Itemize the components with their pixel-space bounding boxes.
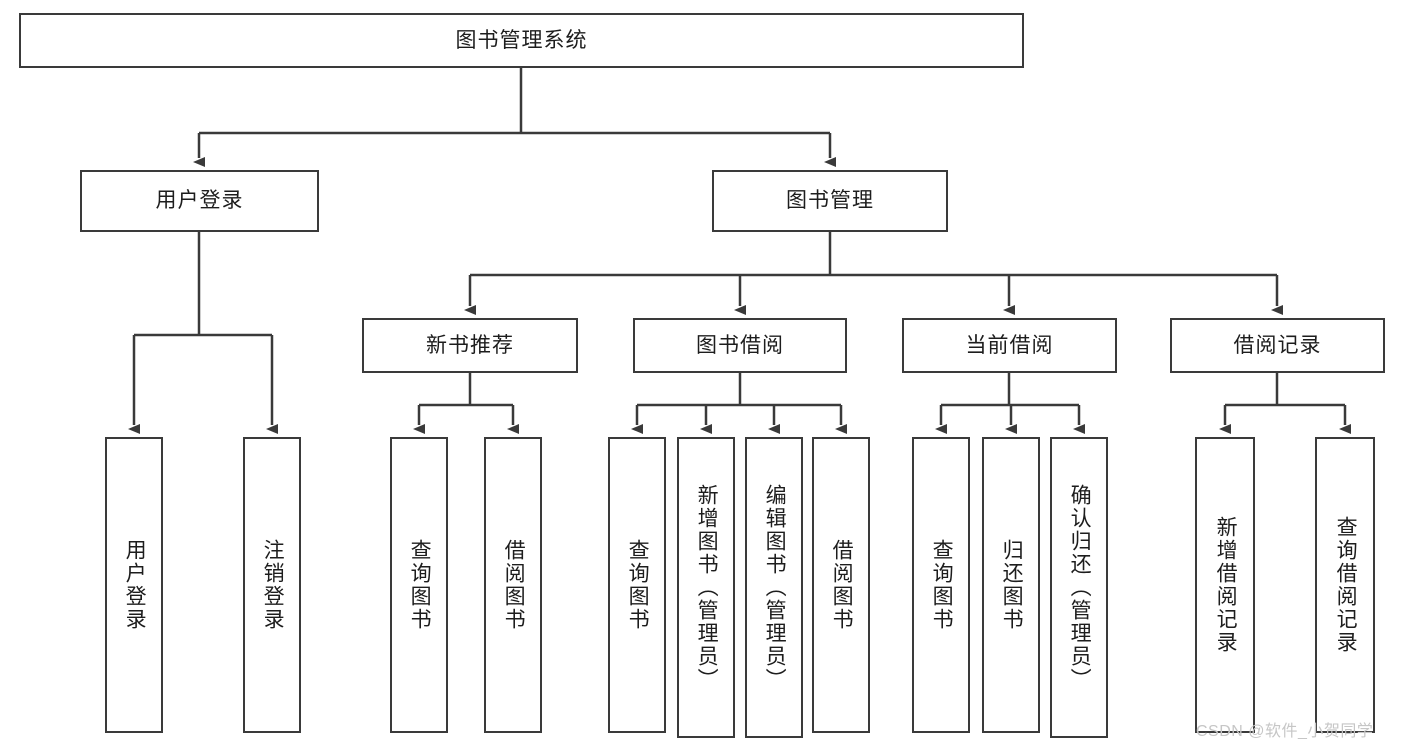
node-leaf-query-book-3-label: 查询图书 xyxy=(930,539,954,631)
node-leaf-borrow-book-1-label: 借阅图书 xyxy=(502,539,526,631)
node-book-management-label: 图书管理 xyxy=(786,189,874,213)
node-leaf-borrow-book-2[interactable]: 借阅图书 xyxy=(812,437,870,733)
node-leaf-edit-book[interactable]: 编辑图书（管理员） xyxy=(745,437,803,738)
node-borrow-record-label: 借阅记录 xyxy=(1233,333,1322,357)
node-leaf-query-book-1[interactable]: 查询图书 xyxy=(390,437,448,733)
node-leaf-query-record[interactable]: 查询借阅记录 xyxy=(1315,437,1375,733)
node-current-borrow[interactable]: 当前借阅 xyxy=(902,318,1117,373)
node-leaf-query-book-1-label: 查询图书 xyxy=(408,539,432,631)
node-leaf-user-login-label: 用户登录 xyxy=(123,539,147,631)
node-borrow-record[interactable]: 借阅记录 xyxy=(1170,318,1385,373)
node-current-borrow-label: 当前借阅 xyxy=(965,333,1054,357)
node-user-login[interactable]: 用户登录 xyxy=(80,170,319,232)
node-book-management[interactable]: 图书管理 xyxy=(712,170,948,232)
node-leaf-add-book[interactable]: 新增图书（管理员） xyxy=(677,437,735,738)
node-new-book-recommend[interactable]: 新书推荐 xyxy=(362,318,578,373)
node-leaf-confirm-return[interactable]: 确认归还（管理员） xyxy=(1050,437,1108,738)
node-leaf-return-book[interactable]: 归还图书 xyxy=(982,437,1040,733)
node-leaf-return-book-label: 归还图书 xyxy=(1000,539,1024,631)
node-book-borrow-label: 图书借阅 xyxy=(696,333,784,357)
node-leaf-query-record-label: 查询借阅记录 xyxy=(1334,516,1358,654)
node-leaf-add-book-label: 新增图书（管理员） xyxy=(695,484,719,691)
node-leaf-add-record-label: 新增借阅记录 xyxy=(1214,516,1238,654)
node-book-borrow[interactable]: 图书借阅 xyxy=(633,318,847,373)
node-leaf-confirm-return-label: 确认归还（管理员） xyxy=(1068,484,1092,691)
node-leaf-user-logout-label: 注销登录 xyxy=(261,539,285,631)
csdn-watermark: CSDN @软件_小贺同学 xyxy=(1196,723,1374,740)
node-root[interactable]: 图书管理系统 xyxy=(19,13,1024,68)
node-leaf-query-book-3[interactable]: 查询图书 xyxy=(912,437,970,733)
node-new-book-recommend-label: 新书推荐 xyxy=(426,333,514,357)
node-leaf-add-record[interactable]: 新增借阅记录 xyxy=(1195,437,1255,733)
node-leaf-user-logout[interactable]: 注销登录 xyxy=(243,437,301,733)
node-leaf-query-book-2[interactable]: 查询图书 xyxy=(608,437,666,733)
node-leaf-edit-book-label: 编辑图书（管理员） xyxy=(763,484,787,691)
node-user-login-label: 用户登录 xyxy=(155,189,244,213)
node-leaf-query-book-2-label: 查询图书 xyxy=(626,539,650,631)
node-leaf-borrow-book-1[interactable]: 借阅图书 xyxy=(484,437,542,733)
node-leaf-user-login[interactable]: 用户登录 xyxy=(105,437,163,733)
node-leaf-borrow-book-2-label: 借阅图书 xyxy=(830,539,854,631)
node-root-label: 图书管理系统 xyxy=(455,28,588,52)
